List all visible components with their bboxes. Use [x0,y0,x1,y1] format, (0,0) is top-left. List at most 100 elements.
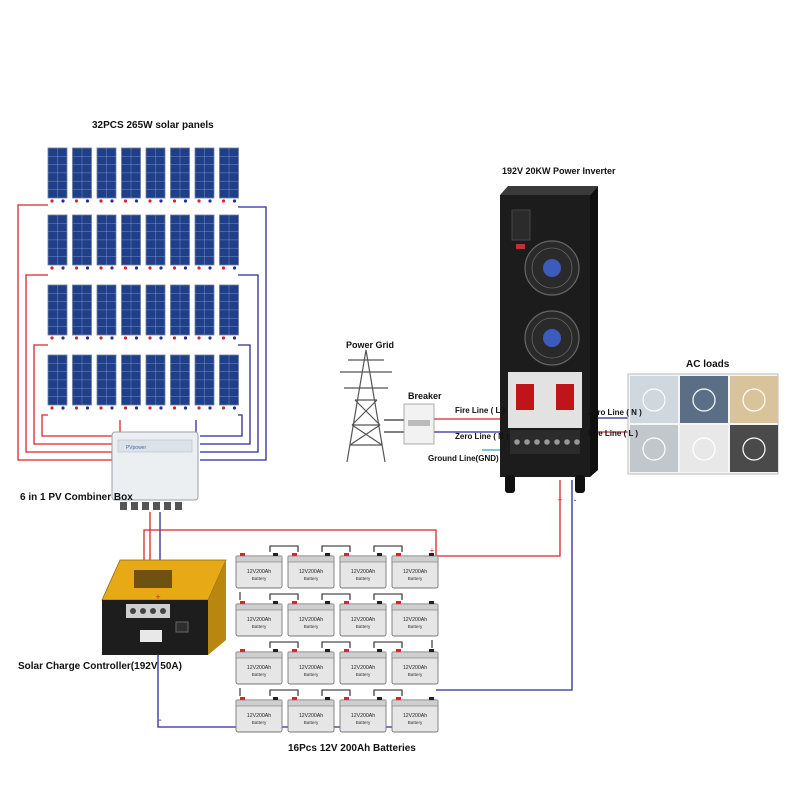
panel-terminal-negative [85,266,90,270]
solar-panel [47,354,68,410]
battery-jumper [269,641,299,648]
battery-label-line1: 12V200Ah [351,569,375,575]
fire-line-right-label: Fire Line ( L ) [588,429,639,438]
battery-label-line2: Battery [408,672,423,677]
solar-panel [194,354,215,410]
battery-jumper [321,545,351,552]
battery-label-line2: Battery [304,576,319,581]
battery-post-negative [273,697,278,700]
string-wire-negative [200,414,243,437]
zero-line-right-label: Zero Line ( N ) [588,408,642,417]
panel-terminal-positive [50,266,54,270]
battery-jumper [269,593,299,600]
panel-terminal-negative [110,266,114,270]
panel-terminal-positive [148,266,152,270]
panel-terminal-positive [50,336,54,340]
fridge-icon [630,425,678,472]
controller-terminal-block [126,604,170,618]
battery-post-negative [429,553,434,556]
inverter-side [590,186,598,477]
inverter-plus-mark: + [557,495,562,505]
solar-panel [170,284,190,340]
battery-label-line1: 12V200Ah [403,569,427,575]
battery-lid [391,699,439,707]
battery-post-positive [240,649,245,652]
terminal-screw [160,608,166,614]
battery-wire-positive [436,480,561,557]
battery-jumper [269,689,299,696]
solar-panel [72,147,92,203]
panel-terminal-positive [74,199,79,203]
power-grid-tower [340,349,392,463]
solar-panel [219,214,239,270]
solar-panel [72,284,92,340]
battery-lid [339,699,387,707]
power-inverter: +- [500,186,598,505]
solar-panel [194,214,215,270]
charge-controller: + [101,559,227,655]
solar-panel [47,214,68,270]
air-conditioner-icon [680,425,728,472]
battery-post-positive [396,697,401,700]
battery-label-line1: 12V200Ah [403,617,427,623]
panel-terminal-positive [172,336,177,340]
panel-terminal-positive [74,406,79,410]
battery-post-negative [273,649,278,652]
panel-terminal-positive [148,336,152,340]
panel-terminal-positive [172,406,177,410]
ac-load-glyph [642,437,666,461]
fan-ring [531,317,573,359]
solar-panel [96,147,117,203]
battery-lid [391,651,439,659]
panel-terminal-negative [134,199,139,203]
panel-terminal-positive [123,406,128,410]
battery-lid [287,603,335,611]
inverter-top [500,186,598,195]
terminal-screw [150,608,156,614]
panel-terminal-negative [232,266,237,270]
battery-post-positive [396,649,401,652]
battery-post-positive [344,553,349,556]
battery-label-line2: Battery [356,720,371,725]
ac-load-glyph [742,437,766,461]
solar-panel [194,147,215,203]
battery-jumper [321,593,351,600]
battery-post-positive [344,649,349,652]
battery-label-line1: 12V200Ah [299,617,323,623]
solar-panel [121,284,141,340]
panel-terminal-positive [197,336,201,340]
controller-breaker [175,621,189,633]
inverter-label: 192V 20KW Power Inverter [502,166,616,176]
battery-lid [235,555,283,563]
controller-display [140,630,162,642]
controller-side [208,560,226,655]
inverter-breaker-left [516,384,534,410]
solar-panel [145,354,166,410]
panel-terminal-positive [172,266,177,270]
combiner-gland [164,502,171,510]
panel-terminal-negative [183,199,188,203]
battery-label-line1: 12V200Ah [403,665,427,671]
solar-panel [219,354,239,410]
inverter-wheel [575,475,585,493]
controller-plus-mark: + [155,592,160,602]
battery-label-line1: 12V200Ah [247,713,271,719]
string-wire-negative [200,274,259,453]
battery-jumper [373,545,403,552]
combiner-gland [131,502,138,510]
string-wire-positive [25,274,118,453]
controller-vent [134,570,172,588]
battery-post-positive [396,601,401,604]
battery-post-negative [377,649,382,652]
battery-label-line1: 12V200Ah [299,713,323,719]
panel-terminal-negative [85,336,90,340]
solar-panel [219,147,239,203]
panel-terminal-positive [197,266,201,270]
battery-post-negative [377,553,382,556]
panel-terminal-positive [50,199,54,203]
